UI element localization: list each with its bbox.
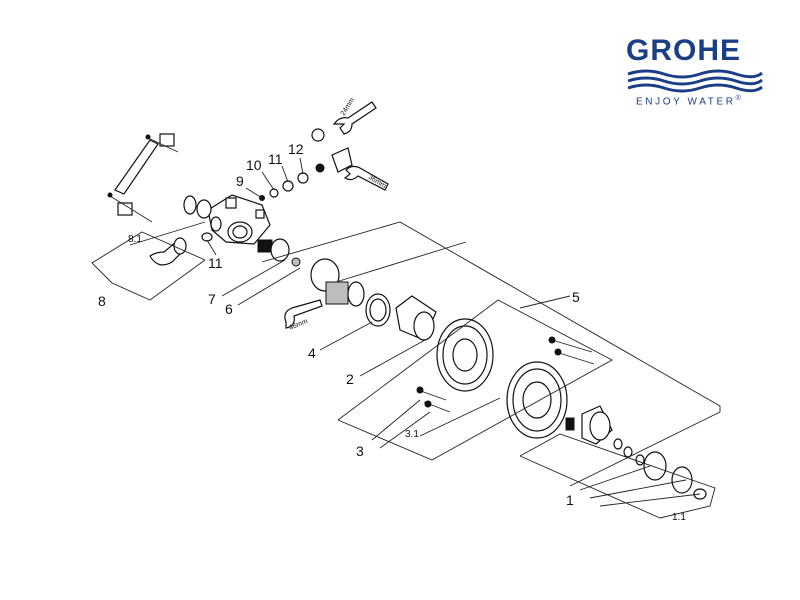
part-12 bbox=[297, 172, 309, 184]
label-part-2: 2 bbox=[346, 371, 354, 387]
part-10 bbox=[269, 188, 279, 198]
o-ring bbox=[196, 199, 212, 219]
screw-set-right bbox=[548, 336, 595, 365]
logo-tagline: ENJOY WATER® bbox=[636, 95, 741, 108]
screw-set-left bbox=[416, 386, 451, 413]
label-part-3-1: 3.1 bbox=[405, 429, 419, 440]
extension-sleeve bbox=[395, 295, 437, 341]
mounting-bracket bbox=[107, 133, 179, 223]
callout-lines bbox=[91, 157, 721, 519]
thermostatic-cartridge bbox=[310, 258, 365, 307]
union-fitting bbox=[311, 128, 353, 173]
o-ring bbox=[201, 232, 213, 242]
label-part-5: 5 bbox=[572, 289, 580, 305]
label-part-1: 1 bbox=[566, 492, 574, 508]
nut bbox=[315, 163, 325, 173]
label-part-6: 6 bbox=[225, 301, 233, 317]
label-part-9: 9 bbox=[236, 173, 244, 189]
wrench-36mm-icon bbox=[343, 165, 389, 191]
part-labels: 8 8.1 11 9 10 11 12 7 6 4 2 3 3.1 5 1 1.… bbox=[98, 141, 686, 523]
label-part-10: 10 bbox=[246, 157, 262, 173]
label-part-7: 7 bbox=[208, 291, 216, 307]
o-ring bbox=[183, 195, 197, 215]
wall-rosette-rear bbox=[436, 318, 494, 392]
logo-brand-text: GROHE bbox=[626, 34, 742, 67]
wrench-24mm-icon bbox=[332, 101, 377, 135]
label-part-11-lower: 11 bbox=[208, 255, 223, 271]
valve-body bbox=[207, 194, 271, 245]
wrench-46mm-icon bbox=[284, 299, 323, 329]
label-part-3: 3 bbox=[356, 443, 364, 459]
label-part-4: 4 bbox=[308, 345, 316, 361]
label-part-1-1: 1.1 bbox=[672, 512, 686, 523]
label-part-11-upper: 11 bbox=[268, 151, 283, 167]
wall-rosette-front bbox=[506, 361, 568, 439]
part-11 bbox=[282, 180, 294, 192]
logo-wave-icon bbox=[627, 69, 763, 93]
grohe-logo: GROHE ENJOY WATER® bbox=[622, 34, 772, 116]
label-part-8: 8 bbox=[98, 293, 106, 309]
handle-assembly bbox=[565, 405, 707, 500]
label-part-12: 12 bbox=[288, 141, 304, 157]
elbow-fitting bbox=[149, 237, 187, 266]
label-part-8-1: 8.1 bbox=[128, 234, 142, 245]
